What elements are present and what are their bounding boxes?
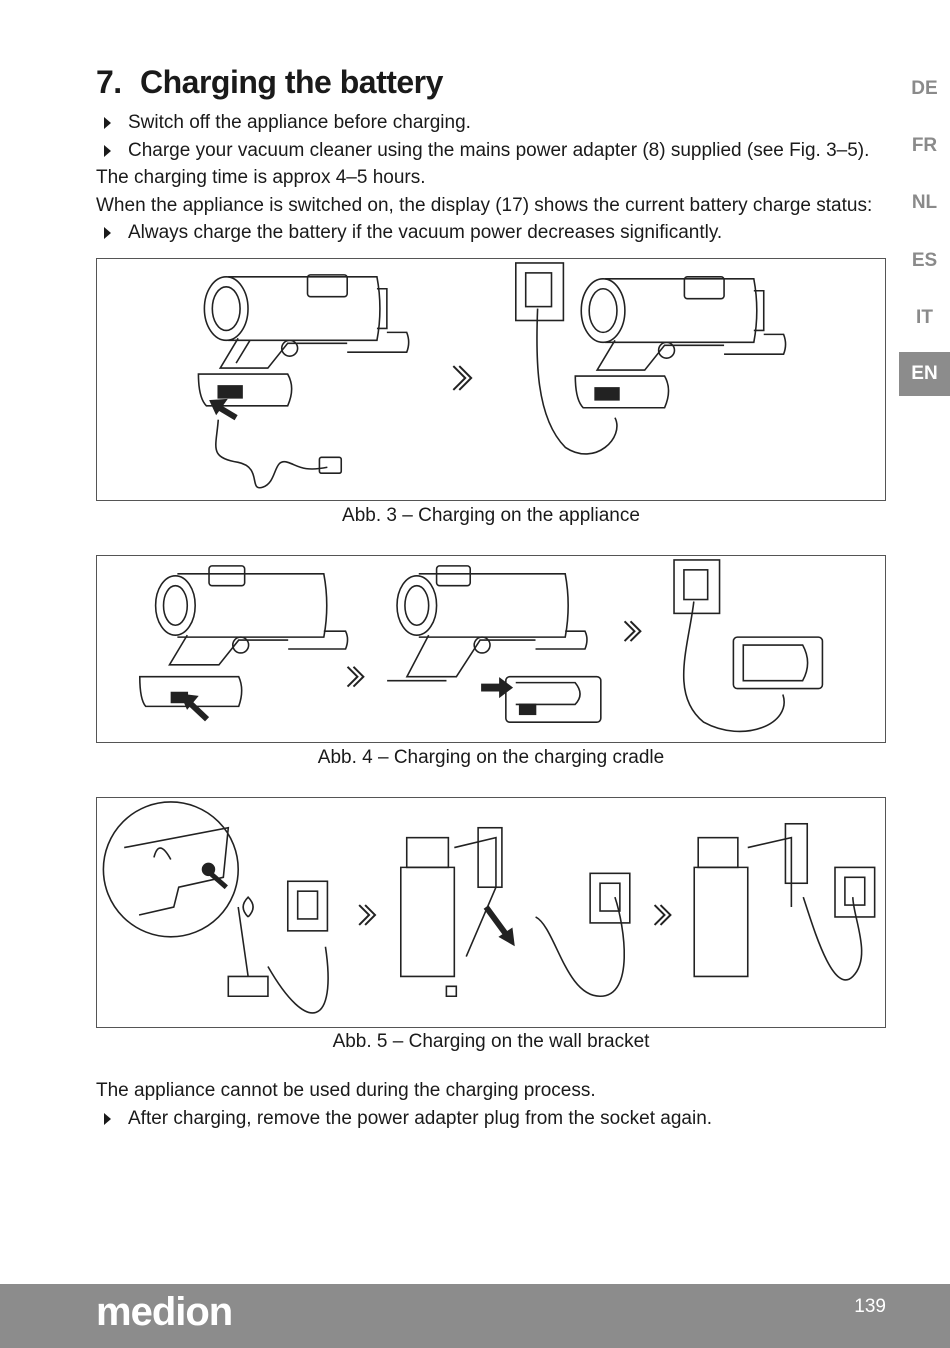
charging-cradle xyxy=(732,636,824,690)
lang-tab-it[interactable]: IT xyxy=(916,307,933,328)
bullet-text: Charge your vacuum cleaner using the mai… xyxy=(128,140,870,161)
wall-socket xyxy=(673,559,721,615)
bullet-arrow-icon xyxy=(104,227,111,239)
vacuum-illustration xyxy=(197,274,410,407)
lang-tab-es[interactable]: ES xyxy=(911,250,938,271)
detail-magnifier xyxy=(102,801,240,938)
wall-socket xyxy=(286,880,329,932)
figure-4-caption: Abb. 4 – Charging on the charging cradle xyxy=(317,747,665,768)
bullet-text: Switch off the appliance before charging… xyxy=(128,112,471,133)
bullet-arrow-icon xyxy=(104,145,111,157)
paragraph: When the appliance is switched on, the d… xyxy=(96,195,873,216)
paragraph: The charging time is approx 4–5 hours. xyxy=(96,167,426,188)
next-chevron-icon xyxy=(623,620,642,642)
paragraph: The appliance cannot be used during the … xyxy=(96,1080,596,1101)
arrow-icon xyxy=(187,700,210,722)
lang-tab-nl[interactable]: NL xyxy=(911,192,938,213)
wall-socket xyxy=(515,262,565,322)
arrow-icon xyxy=(483,905,511,939)
figure-5-caption: Abb. 5 – Charging on the wall bracket xyxy=(332,1031,650,1052)
section-number: 7. xyxy=(96,64,122,100)
next-chevron-icon xyxy=(346,666,365,688)
bullet-item: After charging, remove the power adapter… xyxy=(96,1107,712,1131)
next-chevron-icon xyxy=(653,904,672,926)
figure-3-illustration xyxy=(197,262,787,489)
figure-4 xyxy=(96,555,886,743)
wall-socket xyxy=(834,866,876,918)
section-title: Charging the battery xyxy=(140,64,443,100)
section-heading: 7. Charging the battery xyxy=(96,64,443,101)
medion-logo: medion xyxy=(96,1290,233,1334)
bullet-item: Always charge the battery if the vacuum … xyxy=(96,221,722,245)
wall-socket xyxy=(589,872,631,924)
bullet-item: Switch off the appliance before charging… xyxy=(96,111,471,135)
figure-4-illustration xyxy=(138,559,824,733)
bullet-text: After charging, remove the power adapter… xyxy=(128,1108,713,1129)
bullet-arrow-icon xyxy=(104,117,111,129)
bullet-arrow-icon xyxy=(104,1113,111,1125)
next-chevron-icon xyxy=(452,365,473,391)
figure-3 xyxy=(96,258,886,501)
figure-5-illustration xyxy=(102,801,876,1014)
figure-5 xyxy=(96,797,886,1028)
lang-tab-de[interactable]: DE xyxy=(911,78,938,99)
next-chevron-icon xyxy=(358,904,377,926)
page-footer: medion 139 xyxy=(0,1284,950,1348)
bullet-item: Charge your vacuum cleaner using the mai… xyxy=(96,139,869,163)
lang-tab-fr[interactable]: FR xyxy=(911,135,938,156)
lang-tab-en[interactable]: EN xyxy=(899,352,950,396)
page-number: 139 xyxy=(854,1296,886,1317)
power-cable xyxy=(215,419,328,489)
figure-3-caption: Abb. 3 – Charging on the appliance xyxy=(342,505,640,526)
bullet-text: Always charge the battery if the vacuum … xyxy=(128,222,723,243)
